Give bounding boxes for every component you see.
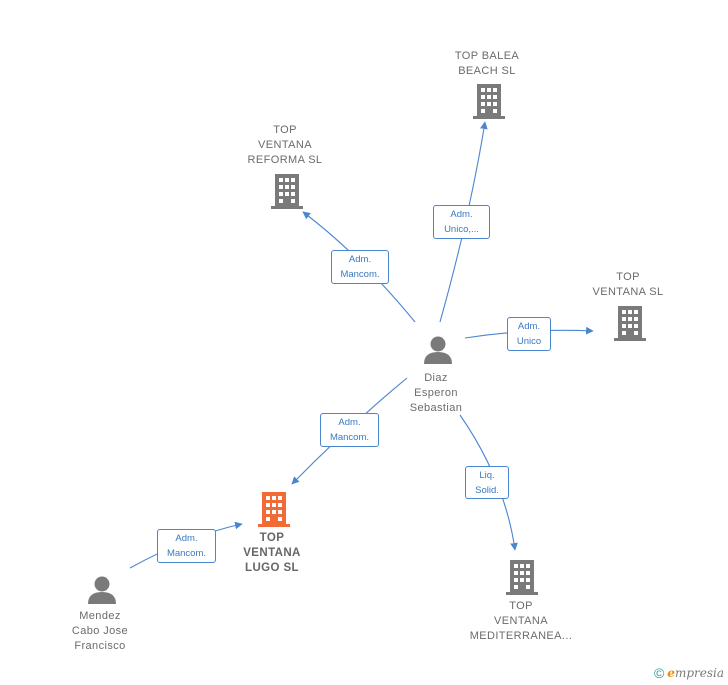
edge-label-to-reforma: Adm. Mancom. (331, 250, 389, 284)
empresia-watermark: © empresia (654, 665, 724, 681)
node-label-lugo[interactable]: TOP VENTANA LUGO SL (243, 532, 301, 574)
building-icon-lugo[interactable] (258, 492, 290, 527)
edge-label-to-top-ventana: Adm. Unico (507, 317, 551, 351)
node-label-reforma[interactable]: TOP VENTANA REFORMA SL (247, 124, 323, 166)
brand-logo: empresia (667, 666, 724, 680)
edge-label-mendez-to-lugo: Adm. Mancom. (157, 529, 216, 563)
node-label-mendez[interactable]: Mendez Cabo Jose Francisco (71, 610, 129, 652)
edge-label-to-lugo: Adm. Mancom. (320, 413, 379, 447)
node-label-balea[interactable]: TOP BALEA BEACH SL (454, 50, 520, 77)
building-icon-balea[interactable] (473, 84, 505, 119)
copyright-icon: © (653, 665, 665, 681)
person-icon-diaz[interactable] (424, 336, 452, 365)
building-icon-mediterranea[interactable] (506, 560, 538, 595)
node-label-diaz[interactable]: Diaz Esperon Sebastian (409, 372, 463, 414)
building-icon-reforma[interactable] (271, 174, 303, 209)
edge-label-to-mediterranea: Liq. Solid. (465, 466, 509, 499)
node-label-top-ventana[interactable]: TOP VENTANA SL (592, 271, 664, 298)
person-icon-mendez[interactable] (88, 576, 116, 605)
node-label-mediterranea[interactable]: TOP VENTANA MEDITERRANEA... (469, 600, 573, 642)
edge-label-to-balea: Adm. Unico,... (433, 205, 490, 239)
building-icon-top-ventana[interactable] (614, 306, 646, 341)
